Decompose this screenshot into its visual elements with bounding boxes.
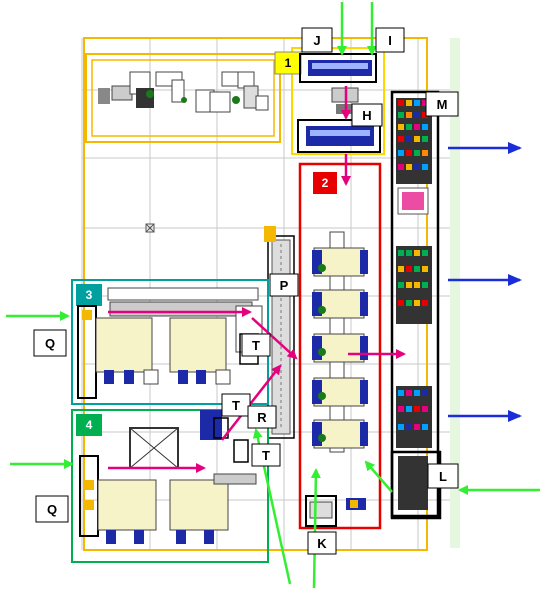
zone-4-number: 4 xyxy=(86,418,93,432)
zone-2: 2 xyxy=(298,162,382,530)
callout-t-lower: T xyxy=(262,448,270,463)
callout-j: J xyxy=(313,33,320,48)
callout-p: P xyxy=(280,278,289,293)
zone-1: 1 xyxy=(274,47,385,155)
zone-4-badge xyxy=(76,414,102,436)
callout-t-upper: T xyxy=(232,398,240,413)
output-arrows xyxy=(448,142,522,422)
station-k xyxy=(305,495,337,527)
grid-marker xyxy=(145,223,155,233)
station-r-box xyxy=(233,439,249,463)
upper-storage-area xyxy=(85,53,281,143)
callout-labels: J I H M P Q T T R T Q K L xyxy=(33,27,459,555)
feeder-q-bottom xyxy=(79,455,99,537)
zone-3-number: 3 xyxy=(86,288,93,302)
zone-3: 3 xyxy=(71,279,269,405)
callout-q-top: Q xyxy=(45,336,55,351)
zone-1-number: 1 xyxy=(285,56,292,70)
callout-t-mid: T xyxy=(252,338,260,353)
station-t-box xyxy=(213,417,229,439)
callout-q-bottom: Q xyxy=(47,502,57,517)
station-h xyxy=(297,119,381,153)
callout-k: K xyxy=(317,536,327,551)
callout-r: R xyxy=(257,410,267,425)
zone-3-badge xyxy=(76,284,102,306)
callout-i: I xyxy=(388,33,392,48)
material-flow-arrows xyxy=(108,86,406,473)
zone-2-badge xyxy=(313,172,337,194)
zone-4: 4 xyxy=(71,409,269,563)
side-stripe xyxy=(450,38,460,548)
callout-h: H xyxy=(362,108,371,123)
callout-l: L xyxy=(439,469,447,484)
callout-m: M xyxy=(437,97,448,112)
zone-2-number: 2 xyxy=(322,176,329,190)
